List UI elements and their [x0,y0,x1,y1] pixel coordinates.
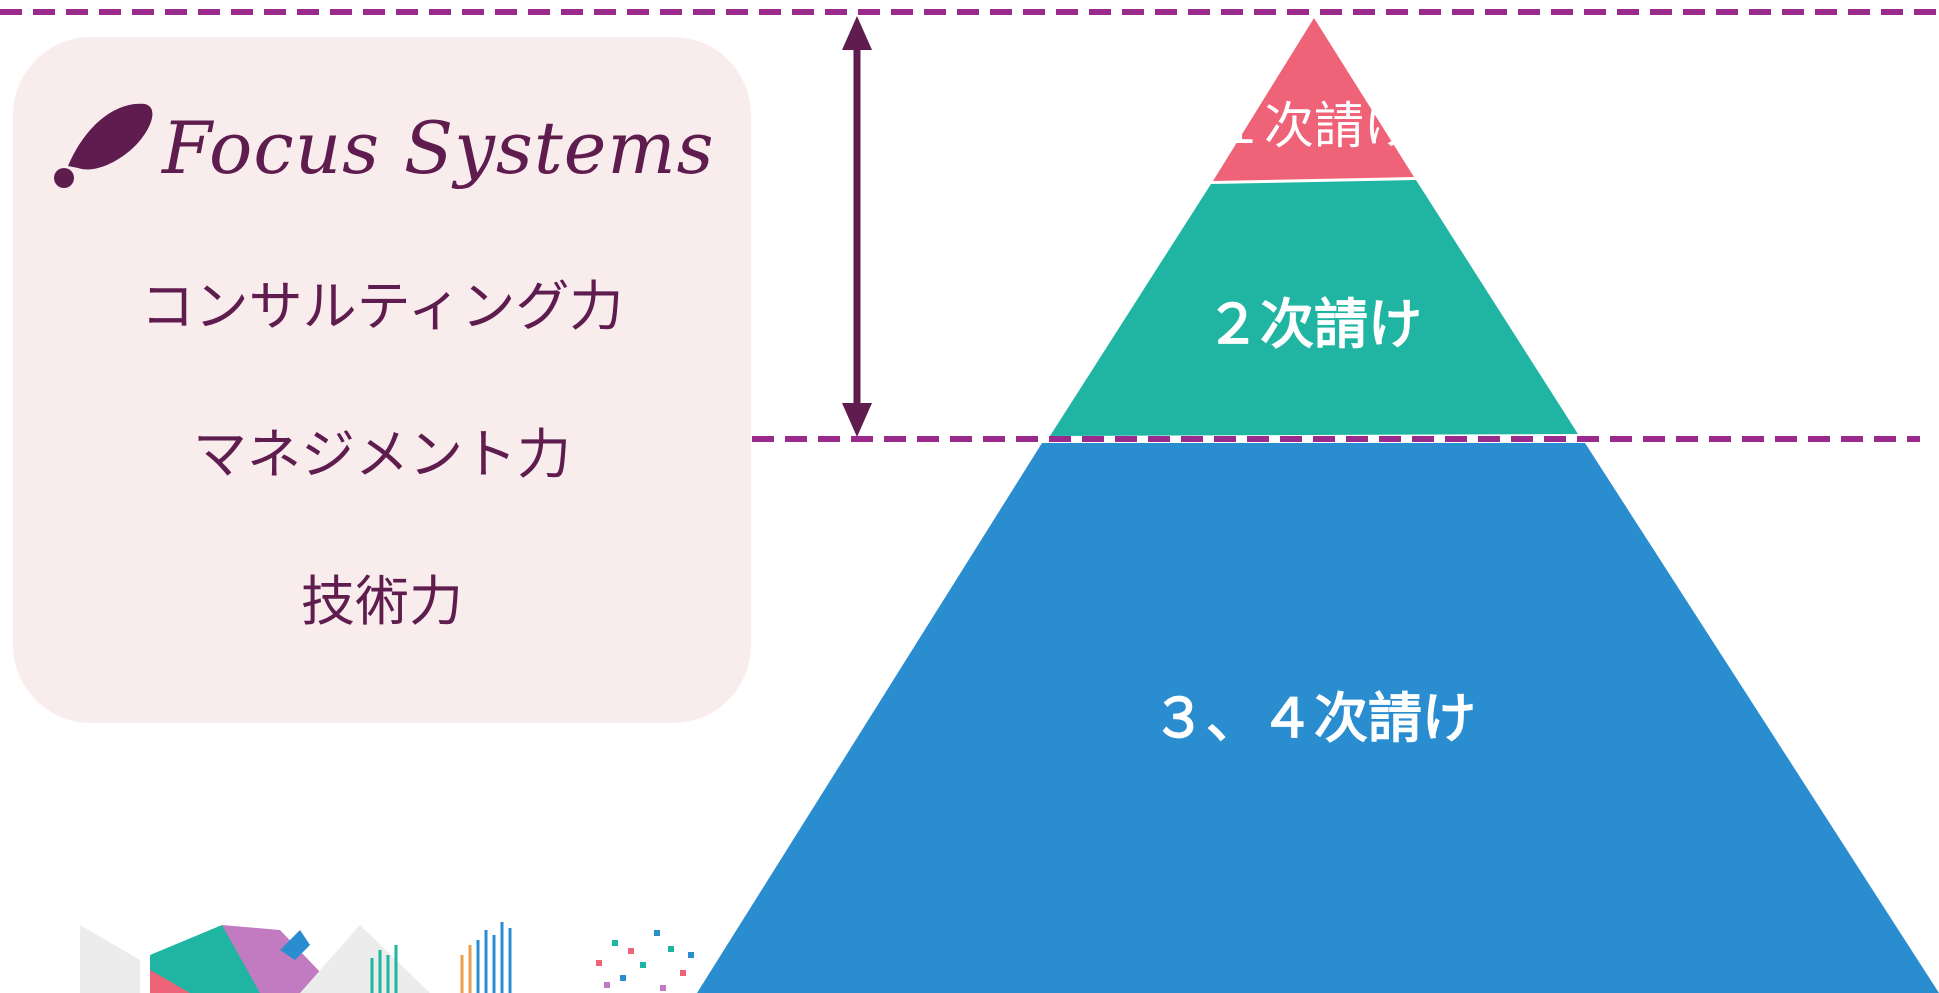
focus-systems-logo-icon [54,103,153,188]
strength-technology: 技術力 [301,570,463,633]
decorative-pattern [80,922,694,993]
pyramid-tier-1-label: １次請け [1214,97,1414,155]
pyramid-tier-2-label: ２次請け [1206,293,1422,356]
logo-wordmark: Focus Systems [162,106,715,190]
strength-management: マネジメント力 [193,423,571,486]
pyramid-tier-2-shape [1050,180,1578,436]
pyramid-tier-3-label: ３、４次請け [1152,687,1476,750]
strengths-card [13,37,751,723]
strength-consulting: コンサルティング力 [140,275,624,338]
pyramid-tier-1-shape [1213,18,1414,181]
double-headed-arrow-icon [842,16,872,437]
company-logo: Focus Systems [50,96,714,206]
pyramid-tier-3-shape [697,443,1939,993]
